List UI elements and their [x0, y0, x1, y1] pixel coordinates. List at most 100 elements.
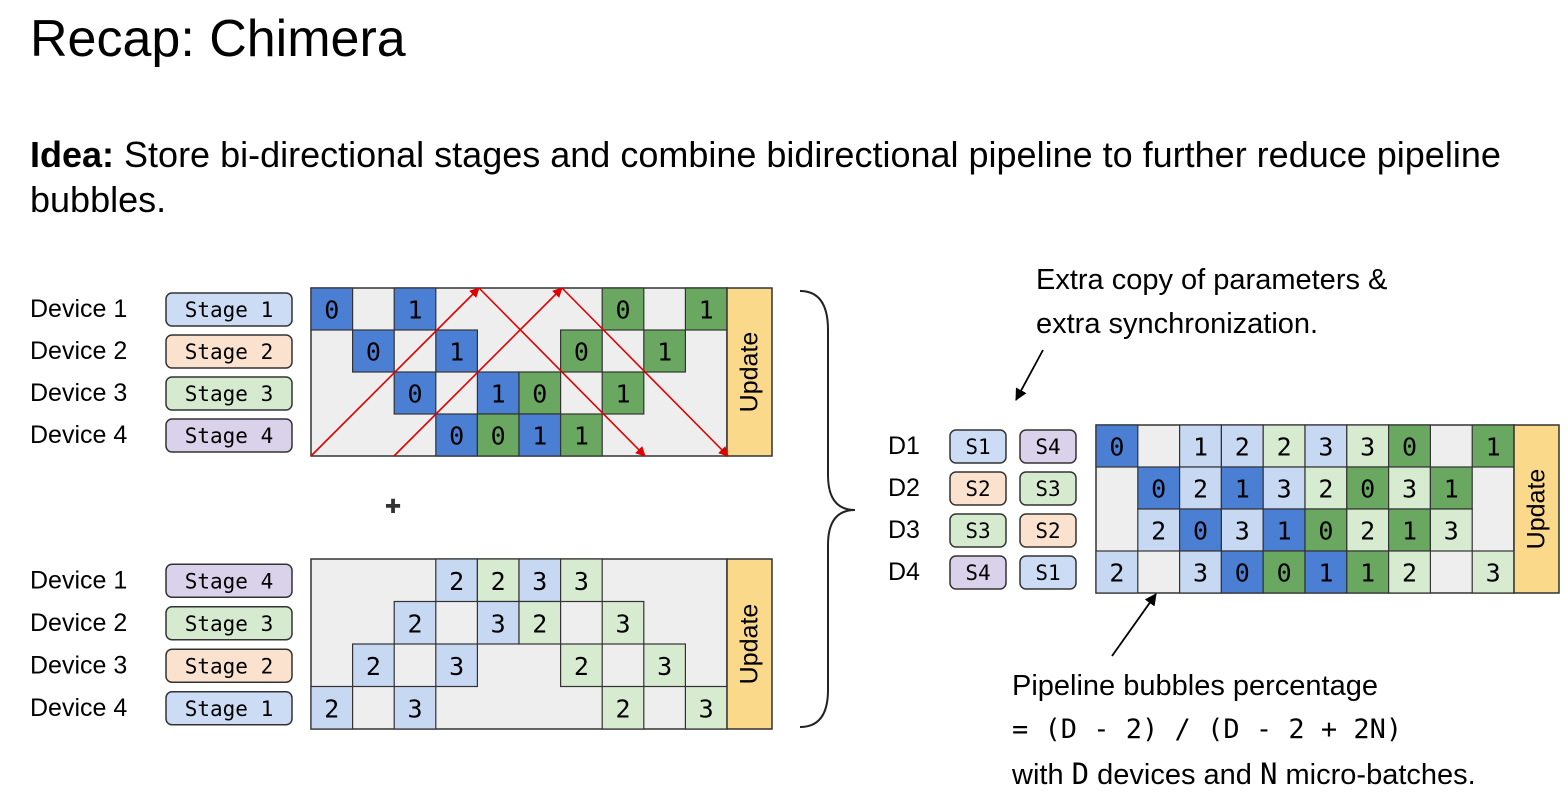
- combined-cell: [1137, 466, 1181, 510]
- combined-cell-label: 1: [1360, 559, 1375, 588]
- bottom-stage-box: [165, 606, 293, 641]
- top-stage-box: [165, 292, 293, 327]
- top-device-label: Device 4: [30, 421, 127, 449]
- combined-cell: [1262, 550, 1306, 594]
- top-stage-box: [165, 334, 293, 369]
- bubbles-line-3-n: N: [1260, 757, 1278, 791]
- bubbles-pointer-arrow: [1111, 593, 1157, 657]
- combined-cell-label: 2: [1193, 475, 1208, 504]
- top-cell: [559, 329, 603, 373]
- combined-device-label: D4: [888, 558, 920, 586]
- bottom-cell-label: 3: [574, 567, 589, 596]
- combined-cell-label: 0: [1235, 559, 1250, 588]
- top-stage-label: Stage 4: [185, 424, 274, 448]
- bottom-cell-label: 2: [574, 652, 589, 681]
- bottom-cell: [310, 685, 354, 730]
- combined-cell: [1346, 550, 1390, 594]
- combined-cell: [1220, 466, 1264, 510]
- combined-stage-a-label: S2: [965, 477, 990, 501]
- combined-stage-a-box: [949, 471, 1007, 506]
- bottom-cell: [518, 558, 562, 603]
- combined-cell-label: 1: [1193, 433, 1208, 462]
- combined-cell-label: 2: [1360, 517, 1375, 546]
- combined-cell-label: 3: [1277, 475, 1292, 504]
- top-stage-label: Stage 2: [185, 340, 274, 364]
- top-cell: [518, 371, 562, 415]
- bottom-stage-label: Stage 2: [185, 654, 274, 678]
- combined-cell-label: 3: [1360, 433, 1375, 462]
- combined-cell-label: 2: [1109, 559, 1124, 588]
- bottom-cell: [601, 685, 645, 730]
- bottom-cell-label: 2: [615, 694, 630, 723]
- combined-stage-b-box: [1019, 555, 1077, 590]
- bottom-cell: [518, 600, 562, 645]
- combined-cell-label: 2: [1402, 559, 1417, 588]
- bottom-stage-box: [165, 648, 293, 683]
- combined-device-label: D2: [888, 474, 920, 502]
- bottom-update-bar: [726, 558, 773, 730]
- top-cell: [476, 371, 520, 415]
- bubbles-line-3: with D devices and N micro-batches.: [1012, 752, 1476, 797]
- top-cell-label: 0: [449, 422, 464, 451]
- combined-stage-b-label: S3: [1035, 477, 1060, 501]
- combined-cell: [1220, 424, 1264, 468]
- combined-cell-label: 3: [1486, 559, 1501, 588]
- combined-cell-label: 0: [1193, 517, 1208, 546]
- top-cell-label: 1: [615, 380, 630, 409]
- top-cell: [435, 329, 478, 373]
- bottom-cell-label: 2: [532, 609, 547, 638]
- top-cell: [601, 287, 645, 331]
- bottom-cell: [559, 558, 603, 603]
- combined-cell-label: 2: [1277, 433, 1292, 462]
- combined-cell: [1262, 508, 1306, 552]
- top-device-label: Device 2: [30, 337, 127, 365]
- combined-cell: [1471, 424, 1515, 468]
- combined-cell: [1220, 550, 1264, 594]
- bottom-cell: [393, 685, 437, 730]
- combined-cell: [1137, 508, 1181, 552]
- combined-cell-label: 0: [1277, 559, 1292, 588]
- top-device-label: Device 3: [30, 379, 127, 407]
- combined-stage-a-box: [949, 555, 1007, 590]
- top-cell: [601, 371, 645, 415]
- page-title: Recap: Chimera: [30, 10, 406, 68]
- combined-cell: [1178, 466, 1222, 510]
- combined-cell-label: 3: [1402, 475, 1417, 504]
- bottom-cell-label: 3: [657, 652, 672, 681]
- bubbles-line-3-a: with: [1012, 759, 1072, 791]
- combined-cell-label: 3: [1444, 517, 1459, 546]
- combined-cell-label: 1: [1318, 559, 1333, 588]
- combined-stage-b-box: [1019, 471, 1077, 506]
- combined-cell: [1262, 466, 1306, 510]
- combined-cell: [1471, 550, 1515, 594]
- combined-cell-label: 2: [1235, 433, 1250, 462]
- bottom-device-label: Device 1: [30, 566, 127, 594]
- combined-cell-label: 3: [1235, 517, 1250, 546]
- top-cell-label: 0: [532, 380, 547, 409]
- top-cell: [684, 287, 728, 331]
- top-cell-label: 1: [657, 338, 672, 367]
- combined-cell-label: 3: [1193, 559, 1208, 588]
- combined-stage-a-box: [949, 513, 1007, 548]
- bottom-cell: [435, 643, 478, 688]
- combined-cell: [1346, 508, 1390, 552]
- bottom-device-label: Device 4: [30, 694, 127, 722]
- bubbles-line-1: Pipeline bubbles percentage: [1012, 670, 1378, 702]
- top-update-bar: [726, 287, 773, 457]
- combined-cell-label: 3: [1318, 433, 1333, 462]
- combined-cell: [1346, 466, 1390, 510]
- combined-cell: [1304, 466, 1348, 510]
- combined-cell: [1220, 508, 1264, 552]
- top-forward-arrow: [393, 287, 563, 457]
- combined-cell-label: 2: [1318, 475, 1333, 504]
- idea-text: Idea: Store bi-directional stages and co…: [30, 132, 1530, 222]
- combined-cell: [1387, 466, 1431, 510]
- combined-cell: [1387, 508, 1431, 552]
- top-update-label: Update: [736, 332, 764, 413]
- bubbles-formula: = (D - 2) / (D - 2 + 2N): [1012, 714, 1403, 745]
- combined-cell-label: 1: [1235, 475, 1250, 504]
- top-backward-arrow: [478, 287, 646, 457]
- combined-stage-a-label: S4: [965, 561, 990, 585]
- bottom-cell: [393, 600, 437, 645]
- bubbles-line-3-b: devices and: [1089, 759, 1260, 791]
